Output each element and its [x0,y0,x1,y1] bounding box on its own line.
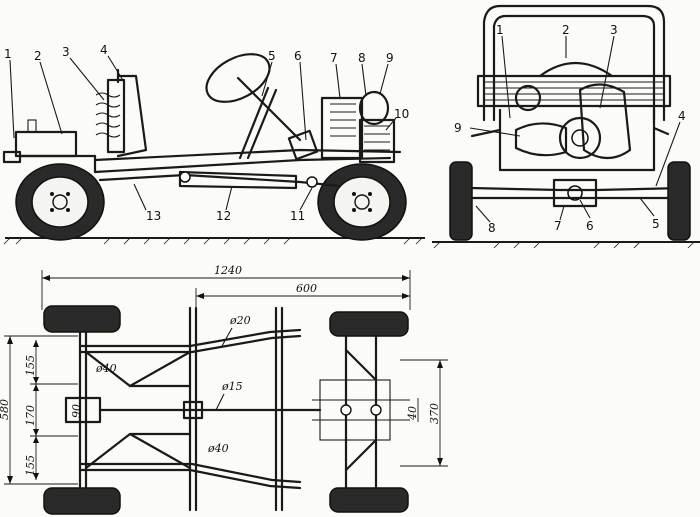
dim-seg-bottom: 155 [24,455,37,476]
side-seat-support [116,74,148,158]
dim-width-overall: 580 [0,399,11,420]
side-callout-10: 10 [394,107,409,121]
rear-differential [552,178,598,208]
rear-callout-2: 2 [562,23,570,37]
dim-tube-mid: ø15 [221,380,243,393]
rear-ground-hatch [433,241,695,249]
side-callout-7: 7 [330,51,338,65]
side-ground-hatch [3,237,423,245]
side-engine [320,90,396,164]
rear-view: 1 2 3 9 4 5 6 7 8 [432,4,700,249]
side-rear-tank [2,119,97,164]
rear-left-arm [470,128,502,138]
rear-callout-3: 3 [610,23,618,37]
side-callout-2: 2 [34,49,42,63]
plan-frame-top-rail [78,328,302,348]
rear-right-wheel [667,161,691,241]
plan-frame-bottom-rail [78,468,302,490]
side-rear-wheel [15,163,105,241]
side-callout-12: 12 [216,209,231,223]
dim-tube-cross: ø40 [95,362,117,375]
rear-axle [468,186,686,192]
rear-roll-bar-inner [492,14,656,122]
rear-callout-9: 9 [454,121,462,135]
side-callout-1: 1 [4,47,12,61]
rear-callout-1: 1 [496,23,504,37]
side-callout-3: 3 [62,45,70,59]
rear-engine [514,83,632,160]
side-callout-9: 9 [386,51,394,65]
dim-seg-mid: 170 [24,405,37,426]
side-leaders [9,55,397,211]
plan-view: 1240 600 [0,264,448,515]
side-callout-13: 13 [146,209,161,223]
dim-overall-length: 1240 [214,264,242,277]
rear-leaders [469,35,681,223]
side-callout-5: 5 [268,49,276,63]
dim-hub: 90 [70,404,83,418]
rear-steering-wheel [538,61,614,78]
rear-left-wheel [449,161,473,241]
rear-body-panel [476,74,672,108]
rear-callout-4: 4 [678,109,686,123]
side-lower-strut [98,173,342,188]
dim-front-inner: 40 [406,406,419,421]
side-view: 1 2 3 4 5 6 7 8 9 10 11 12 13 [2,43,425,245]
plan-rear-bottom-wheel [43,487,121,515]
side-steering [205,53,319,161]
dim-front-width: 370 [428,403,441,424]
plan-front-axle [312,334,410,490]
side-front-wheel [317,163,407,241]
plan-rear-top-wheel [43,305,121,333]
dim-tube-lower: ø40 [207,442,229,455]
rear-roll-bar [482,4,666,122]
dim-rear-to-axle: 600 [296,282,317,295]
rear-callout-7: 7 [554,219,562,233]
dim-seg-top: 155 [24,355,37,376]
side-callout-6: 6 [294,49,302,63]
plan-front-top-wheel [329,311,409,337]
side-callout-8: 8 [358,51,366,65]
rear-callout-5: 5 [652,217,660,231]
side-upper-rail [93,148,402,162]
rear-callout-6: 6 [586,219,594,233]
rear-seat-frame [498,108,656,172]
plan-front-bottom-wheel [329,487,409,513]
side-callout-11: 11 [290,209,305,223]
dim-tube-main: ø20 [229,314,251,327]
rear-callout-8: 8 [488,221,496,235]
side-callout-4: 4 [100,43,108,57]
rear-right-arm [652,126,670,136]
side-shock-absorber [95,68,126,154]
side-tie-rod [178,170,298,190]
